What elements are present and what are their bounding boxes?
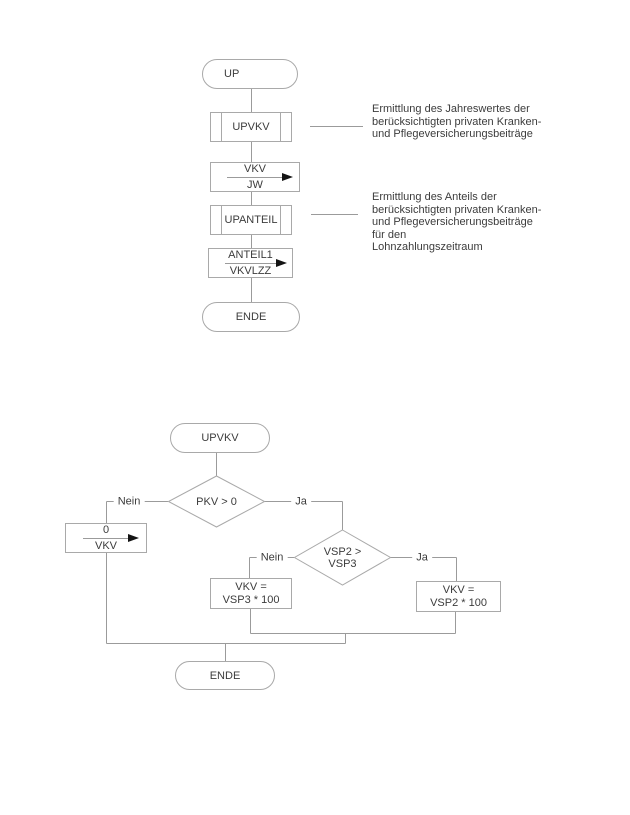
branch-label-ja-2: Ja [412, 552, 432, 564]
assign-target-label: VKVLZZ [229, 264, 272, 277]
subroutine-upvkv-label: UPVKV [232, 121, 270, 133]
decision-vsp-label: VSP2 > VSP3 [323, 545, 362, 570]
assign-target-label: VKV [94, 539, 117, 552]
assign-vkv-to-jw: VKV JW [210, 162, 300, 192]
subroutine-upanteil: UPANTEIL [210, 205, 292, 235]
start-terminator-upvkv-label: UPVKV [201, 432, 239, 444]
assign-source-label: 0 [102, 523, 110, 536]
end-terminator-top-label: ENDE [235, 311, 267, 323]
assign-arrow-icon [275, 258, 287, 267]
start-terminator-upvkv: UPVKV [170, 423, 270, 453]
assign-rule [224, 258, 287, 267]
branch-label-nein-1: Nein [113, 496, 145, 508]
subroutine-upvkv: UPVKV [210, 112, 292, 142]
branch-label-nein-2: Nein [256, 552, 288, 564]
start-terminator-up-label: UP [224, 68, 240, 80]
process-vkv-vsp2: VKV = VSP2 * 100 [416, 581, 501, 612]
end-terminator-top: ENDE [202, 302, 300, 332]
assign-arrow-icon [128, 533, 139, 542]
decision-diamond-vsp [293, 529, 392, 586]
assign-arrow-icon [282, 172, 293, 181]
end-terminator-bottom: ENDE [175, 661, 275, 690]
annotation-jahreswert: Ermittlung des Jahreswertes der berücksi… [372, 103, 542, 140]
assign-source-label: ANTEIL1 [228, 248, 273, 261]
annotation-anteil: Ermittlung des Anteils der berücksichtig… [372, 191, 542, 253]
decision-pkv-label: PKV > 0 [196, 495, 237, 508]
assign-0-to-vkv: 0 VKV [65, 523, 147, 553]
top-flow-lines [251, 89, 363, 302]
process-vkv-vsp3: VKV = VSP3 * 100 [210, 578, 292, 609]
assign-target-label: JW [247, 178, 263, 191]
start-terminator-up: UP [202, 59, 298, 89]
assign-anteil1-to-vkvlzz: ANTEIL1 VKVLZZ [208, 248, 293, 278]
assign-source-label: VKV [243, 162, 266, 175]
end-terminator-bottom-label: ENDE [209, 669, 241, 682]
assign-rule [227, 172, 293, 181]
assign-rule [83, 533, 139, 542]
branch-label-ja-1: Ja [291, 496, 311, 508]
subroutine-upanteil-label: UPANTEIL [224, 214, 278, 226]
decision-diamond-pkv [167, 475, 266, 528]
